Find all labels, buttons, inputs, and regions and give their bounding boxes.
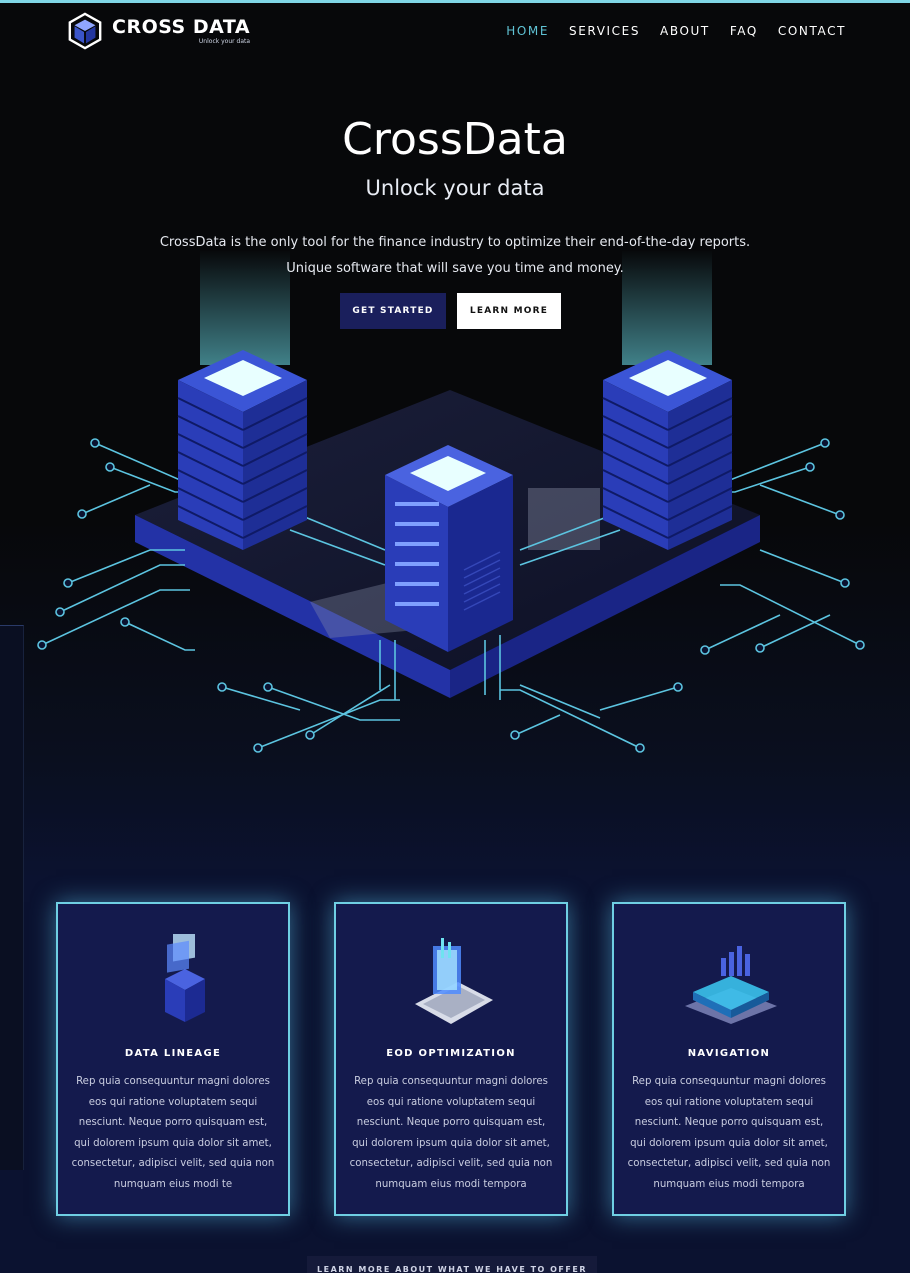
feature-card-eod-optimization: EOD OPTIMIZATION Rep quia consequuntur m… — [334, 902, 568, 1216]
feature-description: Rep quia consequuntur magni dolores eos … — [71, 1076, 275, 1190]
feature-card-data-lineage: DATA LINEAGE Rep quia consequuntur magni… — [56, 902, 290, 1216]
learn-more-offer-button[interactable]: LEARN MORE ABOUT WHAT WE HAVE TO OFFER — [307, 1256, 597, 1273]
brand-tagline: Unlock your data — [198, 37, 251, 45]
cube-logo-icon — [68, 12, 102, 50]
main-nav: HOME SERVICES ABOUT FAQ CONTACT — [506, 24, 846, 38]
hero-title: CrossData — [342, 114, 568, 165]
nav-item-services[interactable]: SERVICES — [569, 24, 641, 38]
nav-item-contact[interactable]: CONTACT — [777, 24, 846, 38]
hero-description-line: CrossData is the only tool for the finan… — [159, 235, 751, 250]
brand-name: CROSS DATA — [112, 15, 251, 38]
feature-title: DATA LINEAGE — [124, 1048, 222, 1059]
nav-item-faq[interactable]: FAQ — [729, 24, 758, 38]
feature-description: Rep quia consequuntur magni dolores eos … — [627, 1076, 831, 1190]
nav-item-about[interactable]: ABOUT — [660, 24, 710, 38]
feature-card-navigation: NAVIGATION Rep quia consequuntur magni d… — [612, 902, 846, 1216]
hero-description-line: Unique software that will save you time … — [286, 261, 624, 276]
top-accent-line — [0, 0, 910, 3]
data-lineage-icon — [165, 934, 205, 1022]
learn-more-button[interactable]: LEARN MORE — [457, 293, 561, 329]
laptop-chart-icon — [415, 938, 493, 1024]
feature-description: Rep quia consequuntur magni dolores eos … — [349, 1076, 553, 1190]
server-network-illustration — [37, 250, 865, 753]
brand-logo[interactable]: CROSS DATA Unlock your data — [66, 12, 250, 50]
feature-title: NAVIGATION — [687, 1048, 771, 1059]
side-panel-edge — [0, 625, 24, 1170]
feature-title: EOD OPTIMIZATION — [386, 1048, 516, 1059]
nav-item-home[interactable]: HOME — [506, 24, 550, 38]
hero-description: CrossData is the only tool for the finan… — [0, 230, 910, 282]
get-started-button[interactable]: GET STARTED — [340, 293, 446, 329]
navigation-platform-icon — [685, 946, 777, 1024]
learn-more-offer-label: LEARN MORE ABOUT WHAT WE HAVE TO OFFER — [317, 1265, 587, 1273]
hero-subtitle: Unlock your data — [365, 176, 545, 200]
